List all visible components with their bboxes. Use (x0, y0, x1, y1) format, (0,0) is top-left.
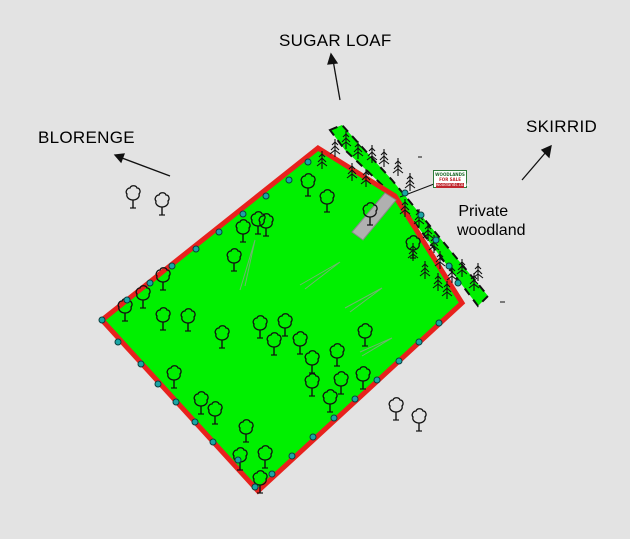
sign-line3: woodlands.co.uk (436, 182, 470, 188)
fence-post-icon (239, 210, 247, 218)
fence-post-icon (435, 319, 443, 327)
fence-post-icon (191, 418, 199, 426)
label-private-line2: woodland (457, 222, 526, 239)
fence-post-icon (304, 158, 312, 166)
fence-post-icon (251, 483, 259, 491)
fence-post-icon (209, 438, 217, 446)
fence-post-icon (417, 211, 425, 219)
label-skirrid: SKIRRID (526, 117, 598, 136)
fence-post-icon (351, 395, 359, 403)
woodland-plot (98, 144, 466, 495)
fence-post-icon (373, 376, 381, 384)
fence-post-icon (454, 279, 462, 287)
arrow-blorenge-icon (113, 153, 171, 177)
label-private-line1: Private (458, 203, 509, 220)
fence-posts (98, 158, 462, 491)
fence-post-icon (432, 236, 440, 244)
label-sugar-loaf: SUGAR LOAF (279, 31, 392, 50)
fence-post-icon (172, 398, 180, 406)
sign-line1: WOODLANDS (435, 172, 465, 177)
fence-post-icon (285, 176, 293, 184)
arrow-skirrid-icon (521, 144, 552, 181)
fence-post-icon (330, 414, 338, 422)
tree-icon (411, 408, 427, 432)
fence-post-icon (288, 452, 296, 460)
fence-post-icon (262, 192, 270, 200)
fence-post-icon (114, 338, 122, 346)
fence-post-icon (234, 456, 242, 464)
fence-post-icon (137, 360, 145, 368)
tree-icon (154, 192, 170, 216)
fence-post-icon (215, 228, 223, 236)
fence-post-icon (154, 380, 162, 388)
internal-rides (239, 239, 393, 357)
conifer-icon (404, 172, 416, 192)
for-sale-sign: WOODLANDS FOR SALE woodlands.co.uk (433, 170, 470, 188)
fence-post-icon (146, 279, 154, 287)
tree-icon (125, 185, 141, 209)
neighbour-strip (328, 123, 490, 308)
conifer-icon (378, 148, 390, 168)
conifer-icon (392, 157, 404, 177)
arrow-sugar-loaf-icon (327, 52, 341, 101)
label-private-woodland: Private woodland (441, 202, 526, 240)
fence-post-icon (98, 316, 106, 324)
fence-post-icon (168, 262, 176, 270)
fence-post-icon (192, 245, 200, 253)
fence-post-icon (401, 189, 409, 197)
strip-tick (418, 156, 505, 303)
fence-post-icon (395, 357, 403, 365)
fence-post-icon (123, 296, 131, 304)
sign-line2: FOR SALE (439, 176, 461, 182)
label-blorenge: BLORENGE (38, 128, 135, 147)
fence-post-icon (445, 262, 453, 270)
fence-post-icon (268, 470, 276, 478)
fence-post-icon (309, 433, 317, 441)
fence-post-icon (415, 338, 423, 346)
tree-icon (388, 397, 404, 421)
